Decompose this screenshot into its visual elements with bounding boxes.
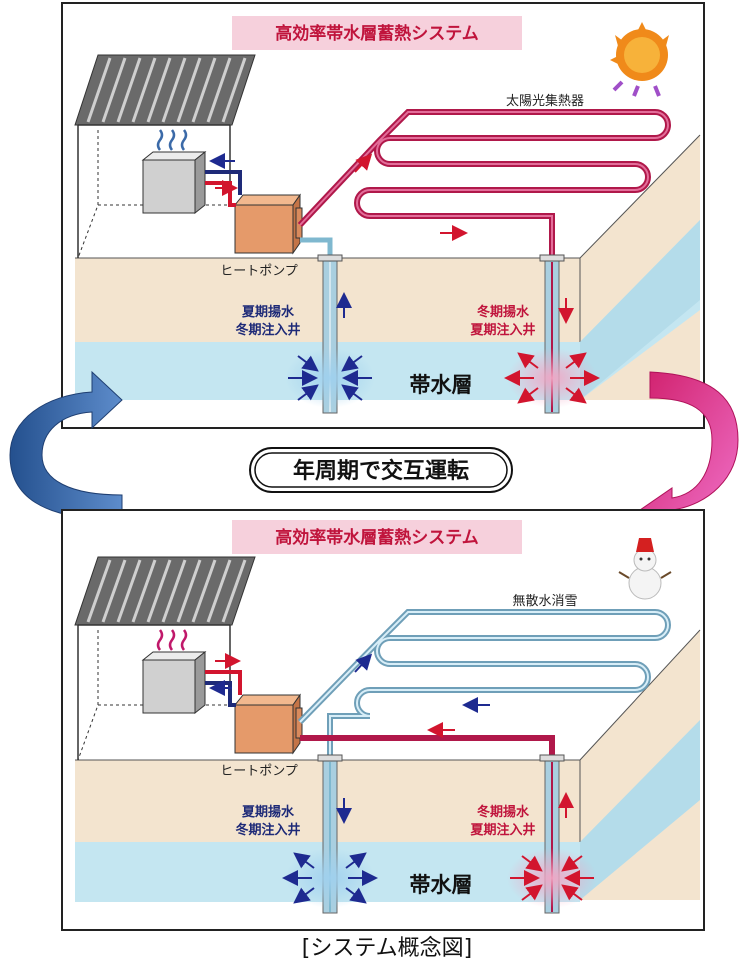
room-heater-icon bbox=[141, 629, 207, 715]
panel-title: 高効率帯水層蓄熱システム bbox=[275, 527, 479, 548]
left-well-label-2: 冬期注入井 bbox=[235, 822, 300, 838]
aquifer-label: 帯水層 bbox=[410, 873, 473, 897]
panel-title: 高効率帯水層蓄熱システム bbox=[275, 23, 479, 44]
alternating-operation-banner: 年周期で交互運転 bbox=[249, 447, 513, 493]
snowmelt-label: 無散水消雪 bbox=[512, 594, 577, 609]
summer-panel: 高効率帯水層蓄熱システム bbox=[61, 2, 705, 429]
cycle-arrow-pink bbox=[639, 371, 739, 529]
left-well-label-2: 冬期注入井 bbox=[235, 322, 300, 338]
aquifer-label: 帯水層 bbox=[410, 373, 473, 397]
house bbox=[74, 54, 256, 259]
heat-pump-icon bbox=[233, 193, 303, 255]
right-well-label-2: 夏期注入井 bbox=[469, 322, 535, 338]
heat-pump-icon bbox=[233, 693, 303, 755]
figure-caption: [システム概念図] bbox=[302, 936, 473, 961]
panel-title-box bbox=[232, 520, 522, 554]
room-heater-icon bbox=[141, 129, 207, 215]
banner-text: 年周期で交互運転 bbox=[293, 458, 469, 484]
solar-collector-label: 太陽光集熱器 bbox=[506, 93, 584, 109]
house bbox=[74, 556, 256, 761]
cycle-arrow-blue bbox=[9, 370, 123, 521]
right-well-label-1: 冬期揚水 bbox=[477, 304, 530, 320]
right-well-label-2: 夏期注入井 bbox=[469, 822, 535, 838]
heat-pump-label: ヒートポンプ bbox=[220, 264, 298, 279]
snowman-icon bbox=[618, 538, 672, 600]
sun-icon bbox=[610, 22, 669, 97]
winter-panel: 高効率帯水層蓄熱システム bbox=[61, 509, 705, 931]
panel-title-box bbox=[232, 16, 522, 50]
heat-pump-label: ヒートポンプ bbox=[220, 764, 298, 779]
left-well-label-1: 夏期揚水 bbox=[241, 304, 295, 320]
soil-layer bbox=[75, 630, 700, 900]
right-well-label-1: 冬期揚水 bbox=[477, 804, 530, 820]
left-well-label-1: 夏期揚水 bbox=[241, 804, 295, 820]
soil-layer bbox=[75, 135, 700, 400]
